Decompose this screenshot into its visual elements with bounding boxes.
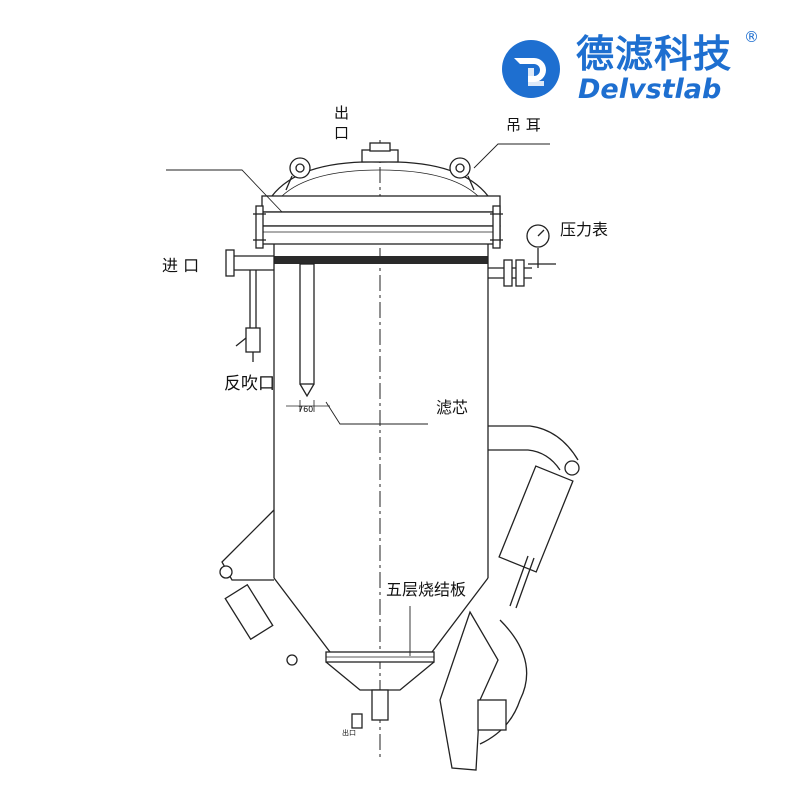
- left-support-arm: [219, 509, 298, 666]
- leader-lifting-lug: [473, 143, 550, 169]
- brand-name-cn: 德滤科技: [576, 32, 733, 76]
- head-flange: [261, 195, 501, 213]
- backflush-valve: [235, 270, 261, 362]
- right-cylinder: [498, 460, 580, 609]
- top-nozzle: [361, 149, 399, 163]
- lifting-lug-right: [449, 157, 475, 191]
- body-flange-upper: [257, 211, 501, 227]
- filter-element-label: 滤芯: [436, 398, 469, 417]
- tube-sheet: [274, 256, 488, 264]
- right-nozzle: [488, 248, 556, 287]
- swing-cover: [439, 610, 528, 771]
- backflush-port-label: 反吹口: [224, 374, 275, 394]
- brand-name-en: Delvstlab: [578, 74, 722, 105]
- outlet-label-top: 出: [334, 104, 350, 122]
- bolts-left: [253, 205, 266, 249]
- leader-outlet: [166, 169, 283, 213]
- cone-bottom: [273, 577, 489, 653]
- pressure-gauge-label: 压力表: [560, 220, 609, 239]
- inlet-pipe: [225, 249, 274, 277]
- leader-filter-element: [325, 401, 428, 425]
- lifting-lug-left: [285, 157, 311, 191]
- bolts-right: [490, 205, 503, 249]
- drain-nozzle: [371, 689, 389, 721]
- registered-mark: ®: [744, 28, 759, 46]
- lower-side-pipe: [488, 425, 579, 471]
- sintered-plate-label: 五层烧结板: [386, 580, 467, 599]
- body-flange-lower: [257, 225, 501, 245]
- outlet-label-bottom: 口: [334, 124, 350, 142]
- filter-element: [299, 263, 315, 398]
- drain-label: 出口: [342, 729, 356, 737]
- lifting-lug-label: 吊 耳: [506, 116, 541, 134]
- pressure-gauge-icon: [526, 224, 550, 248]
- brand-logo-icon: [502, 40, 560, 98]
- inlet-label: 进 口: [162, 256, 200, 275]
- filter-dimension-label: 760: [298, 405, 314, 414]
